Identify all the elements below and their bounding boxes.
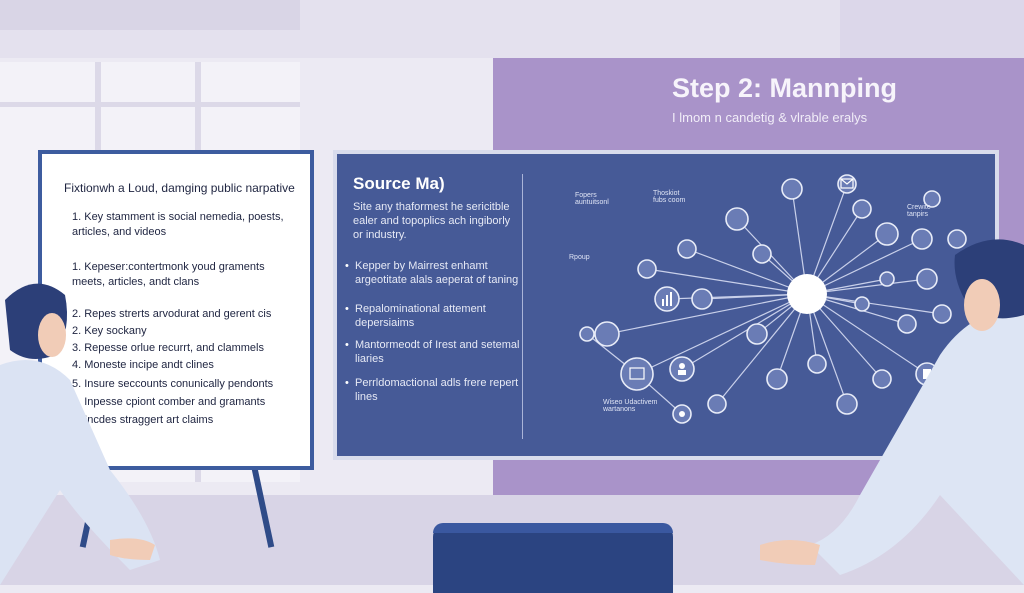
ceiling-beam <box>0 0 300 30</box>
step-title: Step 2: Mannping <box>672 73 897 103</box>
whiteboard-item: 9. Incdes straggert art claims <box>72 414 214 426</box>
whiteboard-item: 5. Insure seccounts conunically pendonts <box>72 378 274 390</box>
whiteboard-item: meets, articles, andt clans <box>72 276 200 288</box>
whiteboard-item: articles, and videos <box>72 226 167 238</box>
twitter-icon <box>679 411 685 417</box>
document-icon <box>923 369 931 379</box>
mail-icon <box>840 178 854 189</box>
person-left <box>0 283 160 585</box>
whiteboard-item: 3. Repesse orlue recurrt, and clammels <box>72 342 264 354</box>
whiteboard-title: Fixtionwh a Loud, damging public narpati… <box>64 181 295 195</box>
step-subtitle: I lmom n candetig & vlrable eralys <box>672 110 868 125</box>
screen-bullet: Kepper by Mairrest enhamt argeotitate al… <box>345 259 520 287</box>
ceiling-beam <box>840 0 1024 58</box>
chair-back-top <box>433 523 673 533</box>
node-label: Fopers auntuitsonl <box>575 192 609 206</box>
window-mullion <box>0 102 300 107</box>
screen-divider <box>522 174 523 439</box>
presentation-screen: Source Ma) Site any thaformest he serici… <box>333 150 999 460</box>
bar-chart-icon <box>662 292 672 306</box>
chair <box>433 523 673 593</box>
node-label: Wiseo Udactivem wartanons <box>603 399 658 413</box>
node-label: Crewite tanpirs <box>907 204 931 218</box>
whiteboard-item: 2. Repes strerts arvodurat and gerent ci… <box>72 308 272 320</box>
screen-bullet: Perrldomactional adls frere repert lines <box>345 376 520 404</box>
person-right <box>760 239 1024 585</box>
whiteboard-item: 1. Kepeser:contertmonk youd graments <box>72 261 265 273</box>
screen-bullet: Repalominational attement depersiaims <box>345 302 520 330</box>
video-icon <box>629 367 645 380</box>
whiteboard-item: 4. Moneste incipe andt clines <box>72 359 214 371</box>
whiteboard-item: 1. Key stamment is social nemedia, poest… <box>72 211 284 223</box>
whiteboard-item: 2. Key sockany <box>72 325 147 337</box>
person-icon <box>678 363 686 375</box>
network-hub <box>787 274 827 314</box>
screen-bullet: Mantormeodt of Irest and setemal liaries <box>345 338 520 366</box>
node-label: Thoskiot fubs coom <box>653 190 686 204</box>
whiteboard-item: 5. Inpesse cpiont comber and gramants <box>72 396 266 408</box>
screen-title: Source Ma) <box>353 174 445 193</box>
network-nodes <box>579 174 967 424</box>
node-label: Rpoup <box>569 254 590 261</box>
screen-intro: Site any thaformest he sericitble ealer … <box>353 201 511 241</box>
network-map <box>579 174 967 424</box>
